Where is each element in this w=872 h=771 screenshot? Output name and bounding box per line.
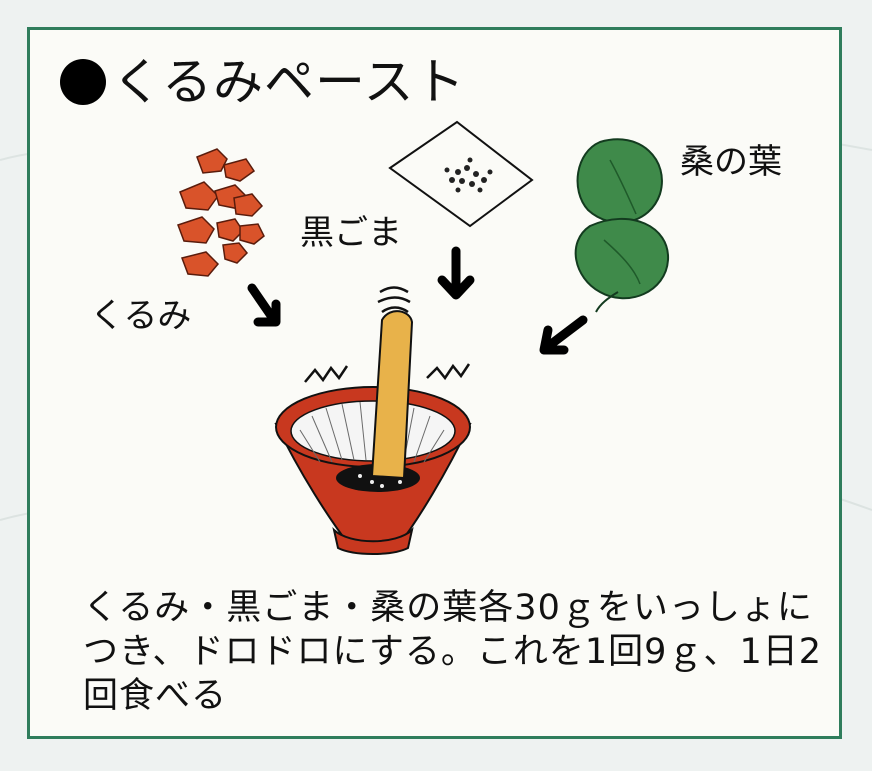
recipe-title: くるみペースト (60, 52, 466, 112)
mulberry-leaves (574, 138, 670, 313)
bullet-icon (60, 59, 106, 105)
motion-marks (304, 286, 471, 383)
mortar-bowl (274, 386, 472, 555)
walnut-label: くるみ (90, 296, 192, 336)
black-sesame-label: 黒ごま (300, 213, 402, 253)
sesame-packet (388, 120, 534, 228)
arrow-icons (247, 246, 588, 355)
recipe-title-text: くるみペースト (112, 53, 466, 111)
recipe-description: くるみ・黒ごま・桑の葉各30ｇをいっしょにつき、ドロドロにする。これを1回9ｇ、… (83, 588, 822, 716)
mulberry-leaf-label: 桑の葉 (680, 142, 782, 182)
pestle (370, 310, 414, 480)
walnut-pieces (177, 148, 265, 277)
